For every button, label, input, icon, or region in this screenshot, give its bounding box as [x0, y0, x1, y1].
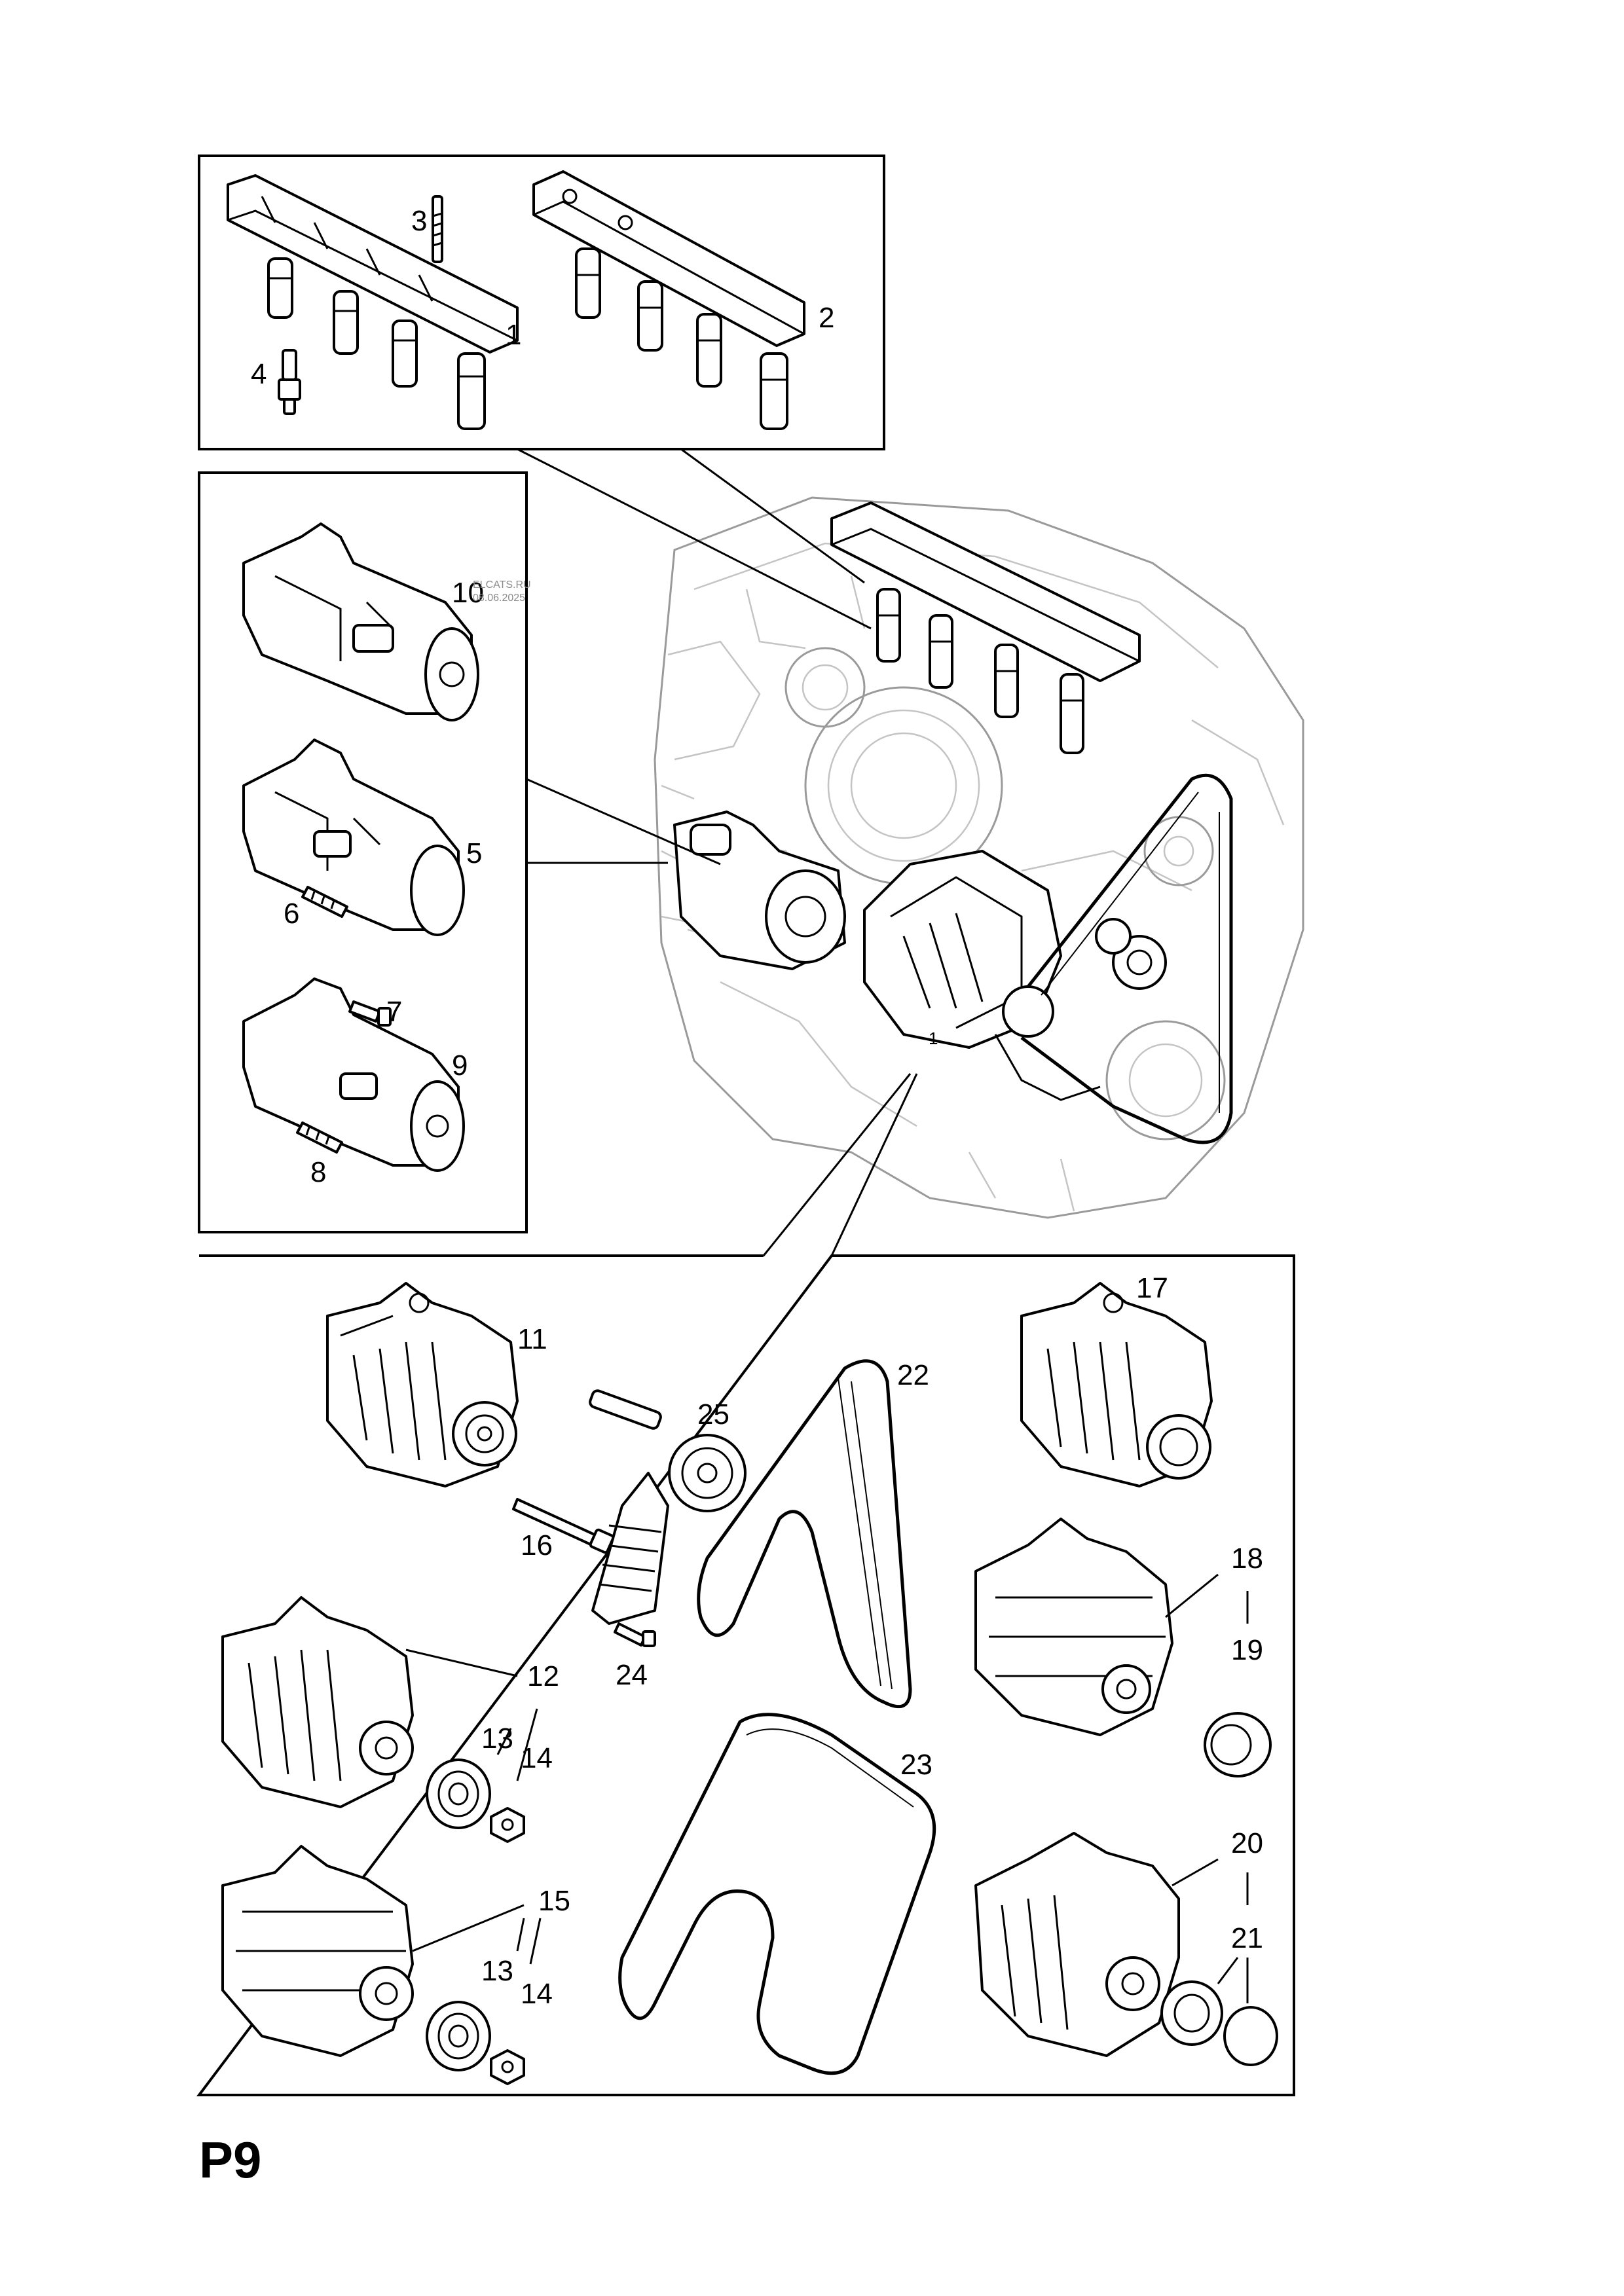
- callout-23: 23: [900, 1749, 932, 1781]
- installed-ignition-coil: [830, 501, 1141, 754]
- leader-20: [1172, 1858, 1219, 1887]
- watermark-line-1: ELCATS.RU: [473, 579, 531, 591]
- leader-ignition-left: [517, 448, 872, 630]
- part-15-alternator-variant: [221, 1845, 414, 2057]
- part-2-ignition-coil-variant: [532, 170, 805, 430]
- callout-4: 4: [251, 358, 267, 390]
- callout-13a: 13: [481, 1722, 513, 1755]
- part-14-nut: [490, 1807, 525, 1843]
- part-11-alternator: [326, 1282, 519, 1487]
- part-3-bolt: [432, 195, 443, 263]
- callout-21: 21: [1231, 1922, 1263, 1954]
- callout-10: 10: [452, 577, 484, 609]
- callout-13b: 13: [481, 1955, 513, 1987]
- sheet-id: P9: [199, 2131, 261, 2189]
- callout-14b: 14: [521, 1978, 553, 2010]
- leader-starter: [526, 778, 721, 866]
- callout-16: 16: [521, 1529, 553, 1561]
- part-25-belt-tensioner: [589, 1389, 747, 1625]
- part-21-cap: [1223, 2006, 1278, 2066]
- part-17-alternator-variant: [1020, 1282, 1213, 1487]
- installed-starter-motor: [673, 811, 846, 970]
- part-16-bolt: [512, 1498, 615, 1554]
- engine-block-background: [654, 496, 1304, 1219]
- starter-parts-frame: [198, 471, 528, 1233]
- callout-8: 8: [310, 1156, 326, 1188]
- part-7-bolt: [348, 1000, 392, 1027]
- leader-13b-14b: [516, 1918, 542, 1965]
- callout-1: 1: [506, 319, 521, 351]
- callout-19: 19: [1231, 1634, 1263, 1666]
- part-22-drive-belt: [697, 1359, 912, 1709]
- ignition-parts-frame: [198, 155, 885, 450]
- callout-15: 15: [538, 1885, 570, 1917]
- callout-2: 2: [819, 302, 834, 334]
- part-18-alternator-variant: [974, 1518, 1173, 1736]
- callout-1-engine: 1: [929, 1029, 938, 1048]
- callout-24: 24: [616, 1659, 648, 1691]
- callout-14a: 14: [521, 1742, 553, 1774]
- callout-12: 12: [527, 1660, 559, 1692]
- leader-15: [412, 1904, 525, 1952]
- leader-12: [405, 1649, 518, 1677]
- leader-21: [1217, 1957, 1239, 1984]
- leader-alternator-left: [762, 1073, 912, 1256]
- part-1-ignition-coil: [227, 174, 519, 430]
- alternator-parts-frame: [196, 1254, 1295, 2096]
- callout-20: 20: [1231, 1827, 1263, 1859]
- watermark-line-2: 08.06.2025: [473, 592, 525, 604]
- part-13-pulley: [426, 1758, 491, 1829]
- part-10-starter-motor: [242, 522, 479, 721]
- leader-18: [1165, 1573, 1219, 1618]
- part-24-bolt: [614, 1622, 656, 1647]
- part-23-drive-belt-variant: [618, 1713, 936, 2075]
- callout-25: 25: [697, 1398, 729, 1430]
- part-13-pulley-second: [426, 2001, 491, 2071]
- callout-3: 3: [411, 205, 427, 237]
- part-9-starter-motor-variant: [242, 977, 465, 1172]
- part-20-alternator-variant: [974, 1832, 1180, 2057]
- callout-6: 6: [284, 898, 299, 930]
- callout-22: 22: [897, 1359, 929, 1391]
- callout-9: 9: [452, 1049, 468, 1082]
- part-5-starter-motor: [242, 738, 465, 936]
- leader-13a-14a: [496, 1708, 538, 1781]
- leader-alternator-right: [830, 1073, 918, 1256]
- callout-7: 7: [386, 996, 402, 1028]
- part-8-stud: [296, 1121, 343, 1154]
- callout-17: 17: [1136, 1272, 1168, 1304]
- callout-5: 5: [466, 837, 482, 869]
- installed-alternator-and-belt: 1: [863, 773, 1233, 1144]
- part-21-freewheel-pulley: [1160, 1980, 1223, 2046]
- part-6-stud: [301, 886, 348, 918]
- part-4-spark-plug: [278, 349, 301, 415]
- part-12-alternator-variant: [221, 1596, 414, 1808]
- part-19-freewheel-pulley: [1204, 1712, 1272, 1777]
- callout-11: 11: [517, 1323, 547, 1355]
- leader-ignition-right: [680, 448, 865, 584]
- callout-18: 18: [1231, 1542, 1263, 1575]
- part-14-nut-second: [490, 2049, 525, 2085]
